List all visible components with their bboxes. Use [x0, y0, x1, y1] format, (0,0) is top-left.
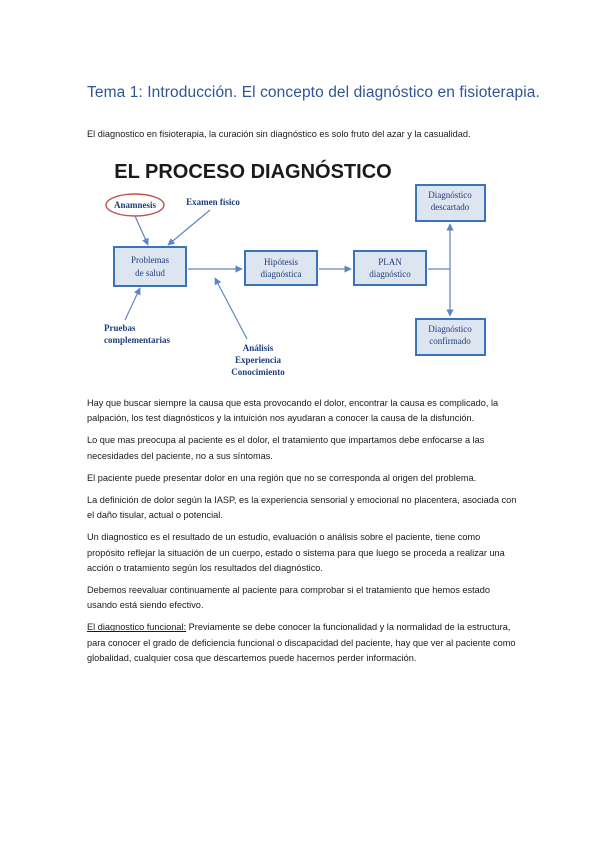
funcional-text: Previamente se debe conocer la funcional…: [87, 622, 516, 663]
arrow-analisis-hipotesis: [214, 277, 248, 340]
descartado-box: [415, 184, 486, 222]
problemas-label-2: de salud: [135, 268, 165, 278]
diagram-svg: EL PROCESO DIAGNÓSTICO Anamnesis Examen …: [104, 159, 486, 377]
funcional-term: El diagnostico funcional:: [87, 622, 187, 633]
paragraph: Un diagnostico es el resultado de un est…: [87, 532, 505, 573]
hipotesis-box: [244, 250, 318, 286]
hipotesis-label-1: Hipótesis: [264, 257, 298, 267]
descartado-label-1: Diagnóstico: [428, 190, 472, 200]
examen-label: Examen físico: [186, 197, 240, 207]
paragraph: Hay que buscar siempre la causa que esta…: [87, 398, 499, 424]
arrow-examen-problemas: [167, 209, 211, 246]
analisis-label-3: Conocimiento: [231, 367, 285, 377]
page-title: Tema 1: Introducción. El concepto del di…: [87, 84, 540, 101]
document-body: Hay que buscar siempre la causa que esta…: [87, 396, 519, 673]
arrow-anamnesis-problemas: [134, 215, 149, 246]
analisis-label-2: Experiencia: [235, 355, 281, 365]
anamnesis-label: Anamnesis: [114, 200, 157, 210]
confirmado-label-2: confirmado: [429, 336, 471, 346]
analisis-label-1: Análisis: [243, 343, 274, 353]
diagram-title: EL PROCESO DIAGNÓSTICO: [114, 159, 391, 183]
plan-label-2: diagnóstico: [369, 269, 411, 279]
process-diagram: EL PROCESO DIAGNÓSTICO Anamnesis Examen …: [80, 148, 525, 383]
confirmado-box: [415, 318, 486, 356]
descartado-label-2: descartado: [431, 202, 470, 212]
plan-box: [353, 250, 427, 286]
paragraph: El paciente puede presentar dolor en una…: [87, 472, 477, 483]
pruebas-label-1: Pruebas: [104, 323, 136, 333]
paragraph: Debemos reevaluar continuamente al pacie…: [87, 585, 490, 611]
funcional-paragraph: El diagnostico funcional: Previamente se…: [87, 620, 519, 666]
pruebas-label-2: complementarias: [104, 335, 170, 345]
intro-text: El diagnostico en fisioterapia, la curac…: [87, 129, 471, 139]
problemas-box: [113, 246, 187, 287]
paragraph: Lo que mas preocupa al paciente es el do…: [87, 435, 485, 461]
confirmado-label-1: Diagnóstico: [428, 324, 472, 334]
hipotesis-label-2: diagnóstica: [261, 269, 302, 279]
plan-label-1: PLAN: [378, 257, 402, 267]
arrow-pruebas-problemas: [124, 287, 141, 321]
problemas-label-1: Problemas: [131, 255, 169, 265]
paragraph: La definición de dolor según la IASP, es…: [87, 495, 517, 521]
